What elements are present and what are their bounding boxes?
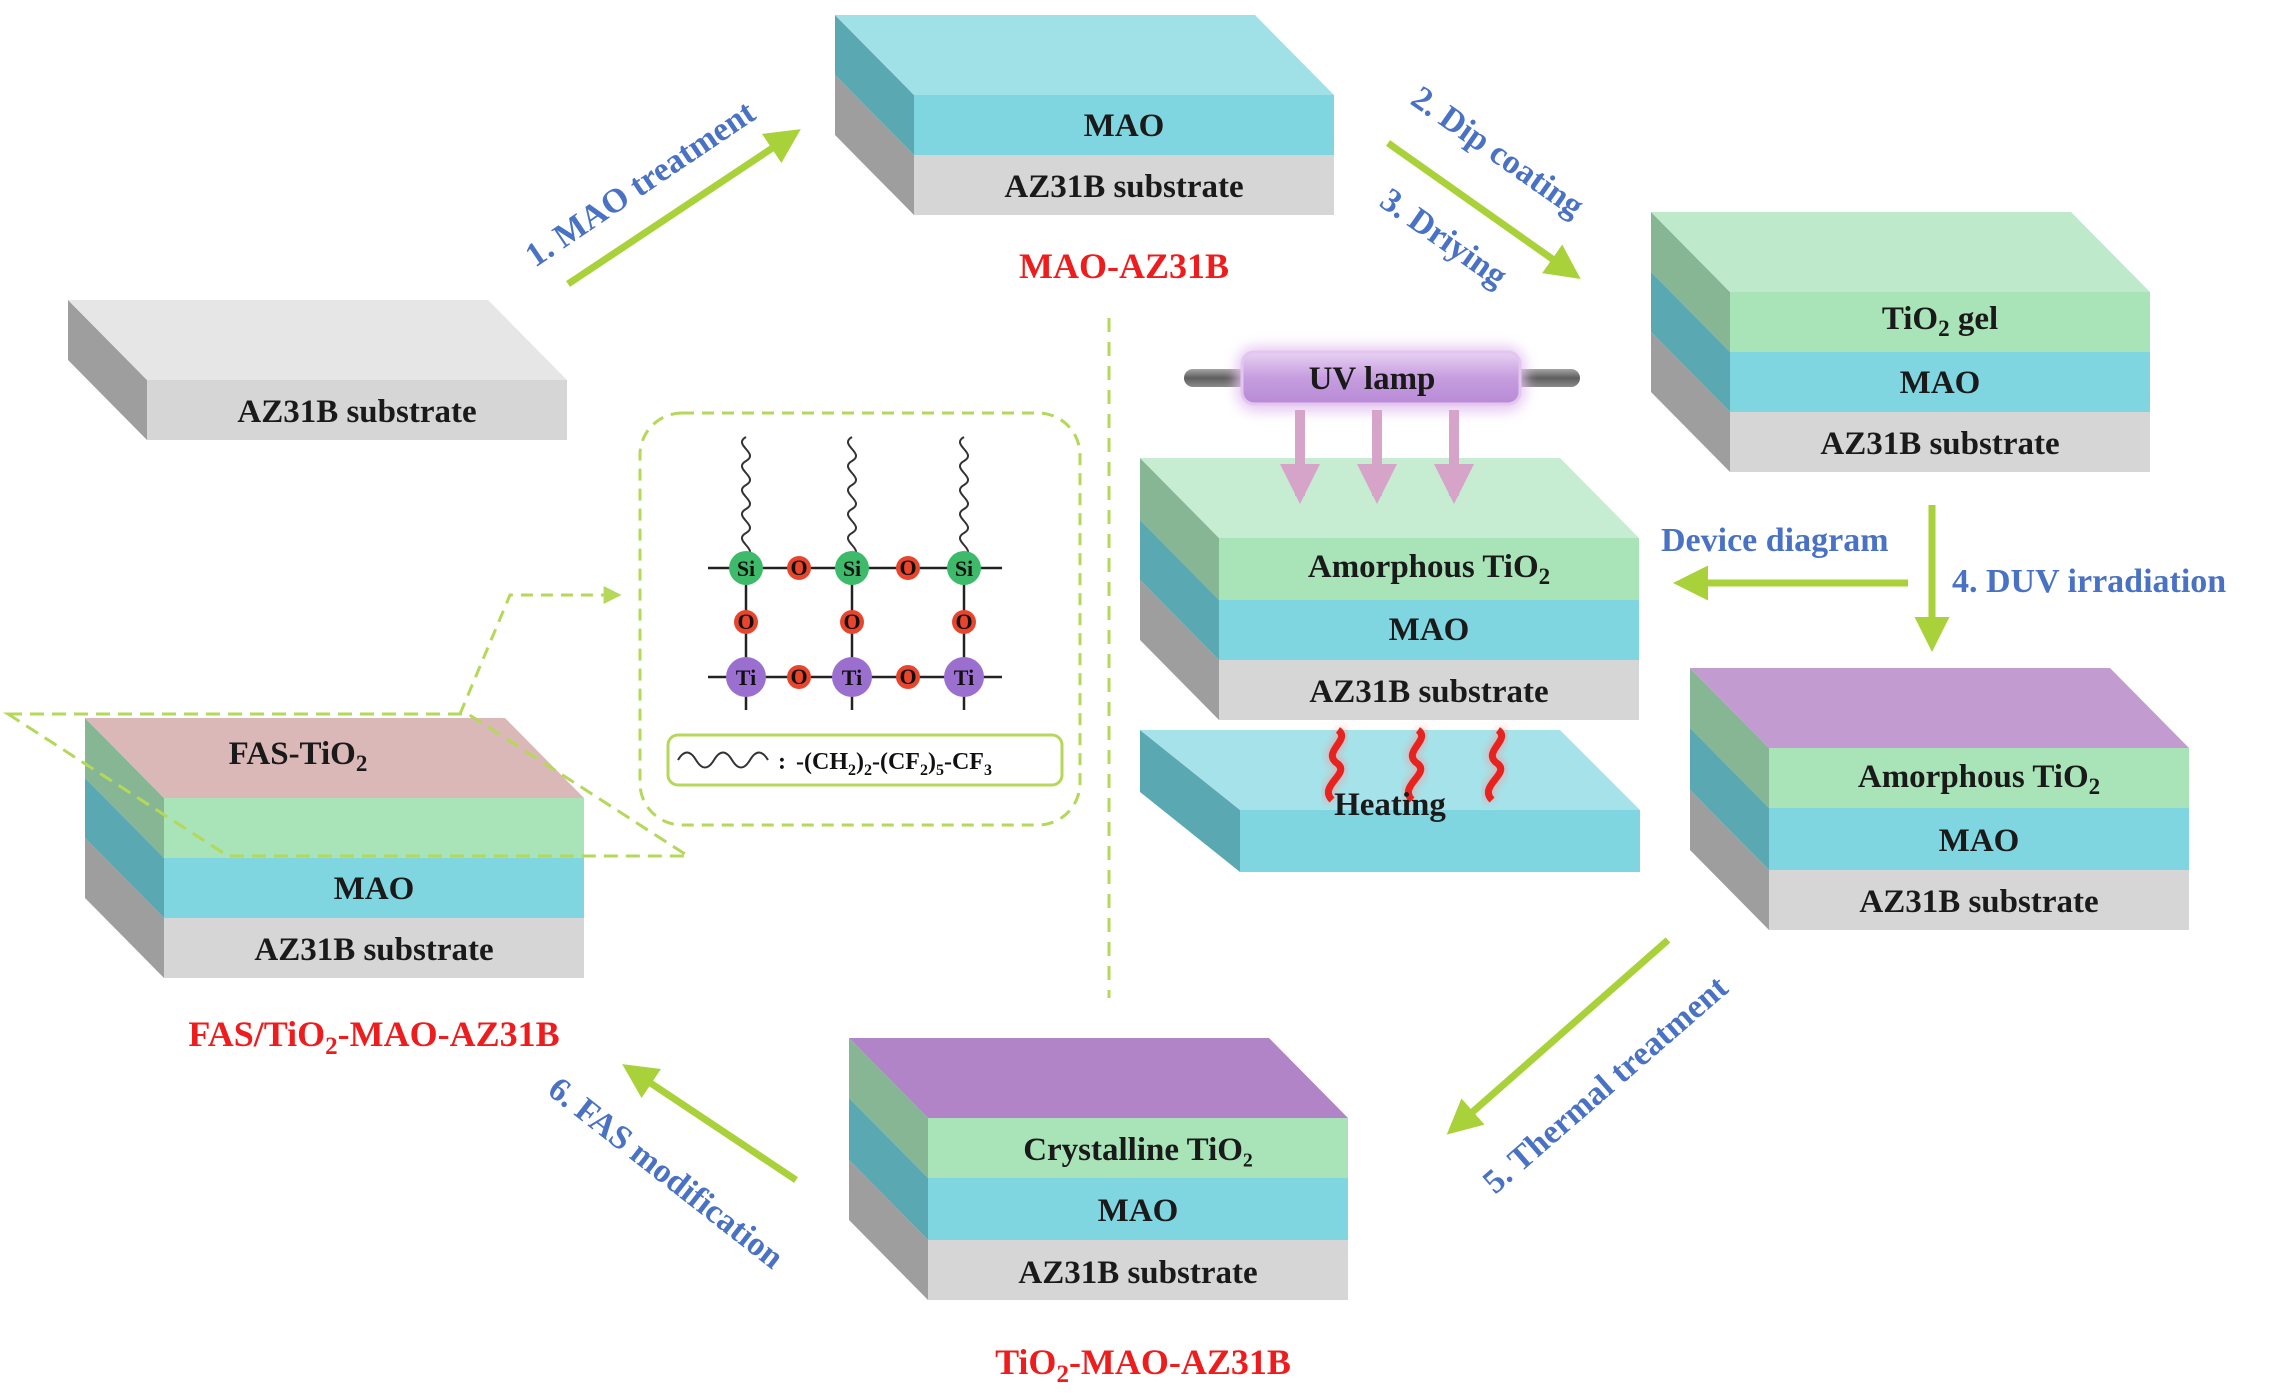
- substrate-label: AZ31B substrate: [1859, 884, 2098, 920]
- legend-formula: :-(CH2)2-(CF2)5-CF3: [778, 749, 992, 779]
- name-mao-az31b: MAO-AZ31B: [1019, 246, 1229, 286]
- svg-text:O: O: [843, 609, 860, 634]
- crystalline-label: Crystalline TiO₂: [1023, 1132, 1253, 1168]
- arrow-step-1: [566, 129, 801, 287]
- svg-text:Ti: Ti: [954, 665, 974, 690]
- svg-text:O: O: [899, 664, 916, 689]
- device-diagram-label: Device diagram: [1661, 522, 1889, 559]
- heating-label: Heating: [1334, 787, 1446, 823]
- substrate-label: AZ31B substrate: [254, 932, 493, 968]
- si-atoms: Si Si Si: [729, 551, 981, 585]
- svg-text:O: O: [737, 609, 754, 634]
- step-2-label: 2. Dip coating: [1404, 79, 1590, 225]
- substrate-label: AZ31B substrate: [1018, 1255, 1257, 1291]
- block-crystalline: Crystalline TiO₂ MAO AZ31B substrate: [849, 1038, 1348, 1300]
- step-5-label: 5. Thermal treatment: [1476, 968, 1736, 1201]
- block-device: Amorphous TiO2 MAO AZ31B substrate UV la…: [1140, 346, 1640, 872]
- svg-text:Si: Si: [843, 556, 861, 581]
- svg-text:Si: Si: [737, 556, 755, 581]
- fas-label: FAS-TiO2: [229, 736, 368, 776]
- mao-label: MAO: [1084, 108, 1165, 144]
- svg-text:O: O: [790, 664, 807, 689]
- heat-waves: [1322, 725, 1508, 805]
- svg-text:O: O: [955, 609, 972, 634]
- mao-label: MAO: [1389, 612, 1470, 648]
- block-mao-az31b: MAO AZ31B substrate: [835, 15, 1334, 215]
- ti-atoms: Ti Ti Ti: [726, 657, 984, 697]
- zoom-connector: [458, 586, 622, 715]
- mao-label: MAO: [1939, 823, 2020, 859]
- block-fas: FAS-TiO2 MAO AZ31B substrate: [85, 718, 584, 978]
- block-gel: TiO2 gel MAO AZ31B substrate: [1651, 212, 2150, 472]
- mao-label: MAO: [334, 871, 415, 907]
- substrate-label: AZ31B substrate: [1820, 426, 2059, 462]
- arrow-step-5: [1446, 937, 1671, 1135]
- block-irradiated: Amorphous TiO2 MAO AZ31B substrate: [1690, 668, 2189, 930]
- svg-text:Ti: Ti: [736, 665, 756, 690]
- substrate-label: AZ31B substrate: [237, 394, 476, 430]
- wavy-chain-icon: [677, 751, 769, 769]
- svg-text:Si: Si: [955, 556, 973, 581]
- name-tio2-mao-az31b: TiO2-MAO-AZ31B: [995, 1342, 1291, 1388]
- substrate-label: AZ31B substrate: [1309, 674, 1548, 710]
- svg-text:O: O: [790, 555, 807, 580]
- o-atoms: O O O O O O O: [734, 555, 976, 689]
- name-fas-tio2-mao-az31b: FAS/TiO2-MAO-AZ31B: [188, 1014, 559, 1060]
- block-substrate-only: AZ31B substrate: [68, 300, 567, 440]
- arrow-step-2-3: [1385, 140, 1581, 280]
- uv-lamp-tube: [1240, 350, 1522, 406]
- amorphous-label: Amorphous TiO2: [1308, 549, 1550, 589]
- step-3-label: 3. Driying: [1373, 181, 1513, 295]
- step-6-label: 6. FAS modification: [541, 1070, 790, 1276]
- svg-text:Ti: Ti: [842, 665, 862, 690]
- substrate-label: AZ31B substrate: [1004, 169, 1243, 205]
- mao-label: MAO: [1098, 1193, 1179, 1229]
- svg-text:O: O: [899, 555, 916, 580]
- molecule-box: Si Si Si O O O O O O O Ti Ti: [638, 411, 1082, 827]
- step-4-label: 4. DUV irradiation: [1952, 563, 2226, 600]
- arrow-step-6: [622, 1064, 798, 1183]
- amorphous-label: Amorphous TiO2: [1858, 759, 2100, 799]
- molecule-legend: [666, 733, 1064, 787]
- gel-label: TiO2 gel: [1882, 301, 1998, 341]
- mao-label: MAO: [1900, 365, 1981, 401]
- uv-lamp-label: UV lamp: [1309, 361, 1436, 397]
- step-1-label: 1. MAO treatment: [519, 93, 763, 274]
